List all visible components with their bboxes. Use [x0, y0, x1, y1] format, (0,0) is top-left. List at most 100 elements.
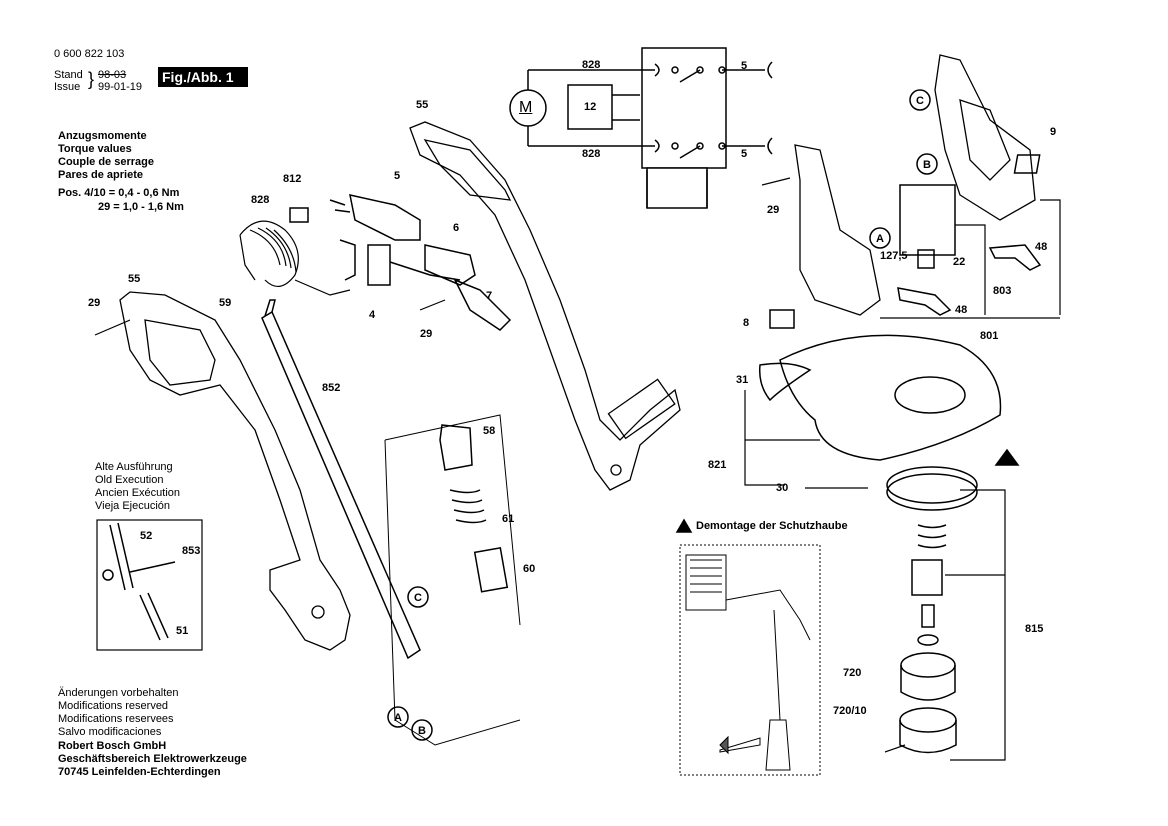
part-label-55-left: 55 [128, 273, 141, 285]
callout-c-shaft: C [414, 592, 422, 604]
part-label-8: 8 [743, 317, 750, 329]
motor-housing [934, 54, 1036, 221]
triangle-marker [994, 448, 1020, 466]
brace: } [88, 69, 95, 89]
stand-label: Stand [54, 69, 83, 81]
clip-812 [289, 207, 309, 223]
wire-right-bottom: 5 [741, 148, 748, 160]
part-label-720: 720 [843, 667, 862, 679]
part-label-720-10: 720/10 [833, 705, 867, 717]
old-exec-line-1: Alte Ausführung [95, 461, 173, 473]
callout-circle [916, 153, 938, 175]
housing-half-right [409, 121, 681, 491]
part-label-48-top: 48 [1035, 241, 1048, 253]
part-label-58: 58 [483, 425, 496, 437]
old-exec-line-4: Vieja Ejecución [95, 500, 171, 512]
power-plug [329, 194, 421, 241]
torque-line-1: Anzugsmomente [58, 130, 147, 142]
triangle-marker-note [675, 518, 693, 533]
callout-circle [411, 719, 433, 741]
issue-date: 99-01-19 [98, 81, 143, 93]
clip-48b [897, 287, 952, 316]
part-label-51: 51 [176, 625, 189, 637]
callout-b-shaft: B [418, 725, 426, 737]
plate-8 [769, 309, 795, 329]
torque-line-3: Couple de serrage [58, 156, 154, 168]
part-label-29-center: 29 [420, 328, 433, 340]
part-label-812: 812 [283, 173, 302, 185]
part-label-5: 5 [394, 170, 401, 182]
part-label-821: 821 [708, 459, 727, 471]
part-label-801: 801 [980, 330, 999, 342]
footer-line-2: Modifications reserved [58, 700, 169, 712]
part-label-31: 31 [736, 374, 749, 386]
part-label-852: 852 [322, 382, 341, 394]
callout-a-shaft: A [394, 712, 402, 724]
part-label-4: 4 [369, 309, 376, 321]
old-execution-parts [102, 522, 176, 641]
part-label-59: 59 [219, 297, 232, 309]
issue-label: Issue [54, 81, 81, 93]
footer-line-3: Modifications reservees [58, 713, 174, 725]
strap [453, 278, 512, 331]
company-address: 70745 Leinfelden-Echterdingen [58, 766, 221, 778]
wire-label-top: 828 [582, 59, 601, 71]
clip-48a [988, 244, 1042, 271]
dashed-bracket [384, 414, 521, 626]
part-label-127-5: 127,5 [880, 250, 908, 262]
shaft-tube [261, 299, 421, 660]
part-label-803: 803 [993, 285, 1012, 297]
old-date: 98-03 [98, 69, 127, 81]
company-division: Geschäftsbereich Elektrowerkzeuge [58, 753, 247, 765]
old-exec-line-2: Old Execution [95, 474, 164, 486]
torque-pos-2: 29 = 1,0 - 1,6 Nm [98, 201, 184, 213]
torque-line-4: Pares de apriete [58, 169, 143, 181]
wiring-schematic [509, 47, 773, 209]
part-label-7: 7 [486, 290, 493, 302]
torque-line-2: Torque values [58, 143, 132, 155]
removal-note: Demontage der Schutzhaube [696, 520, 848, 532]
removal-inset [679, 544, 821, 776]
reference-brackets [744, 199, 1061, 761]
wire-right-top: 5 [741, 60, 748, 72]
footer-line-1: Änderungen vorbehalten [58, 687, 179, 699]
company-name: Robert Bosch GmbH [58, 740, 167, 752]
switch [339, 239, 461, 286]
part-label-30: 30 [776, 482, 789, 494]
part-label-60: 60 [523, 563, 536, 575]
callout-circle [387, 706, 409, 728]
callout-circle [909, 89, 931, 111]
part-label-29-right: 29 [767, 204, 780, 216]
part-label-6: 6 [453, 222, 460, 234]
spool-assembly [886, 466, 978, 754]
callout-circle [869, 227, 891, 249]
part-label-9: 9 [1050, 126, 1057, 138]
part-label-55-center: 55 [416, 99, 429, 111]
motor-symbol: M [519, 99, 533, 116]
part-label-61: 61 [502, 513, 515, 525]
part-label-29-left: 29 [88, 297, 101, 309]
doc-number: 0 600 822 103 [54, 48, 125, 60]
part-label-853: 853 [182, 545, 201, 557]
motor [899, 184, 956, 269]
guard [758, 334, 1002, 461]
handle-latch [439, 424, 509, 593]
callout-b-motor: B [923, 159, 931, 171]
part-label-22: 22 [953, 256, 966, 268]
figure-label: Fig./Abb. 1 [158, 67, 248, 87]
front-housing [794, 144, 881, 316]
wire-label-bottom: 828 [582, 148, 601, 160]
part-label-815: 815 [1025, 623, 1044, 635]
footer-line-4: Salvo modificaciones [58, 726, 162, 738]
torque-pos-1: Pos. 4/10 = 0,4 - 0,6 Nm [58, 187, 180, 199]
callout-circle [407, 586, 429, 608]
label-plate-9 [1013, 154, 1041, 174]
cable-coil [239, 220, 351, 296]
old-execution-frame [96, 519, 203, 651]
wiring-box-label: 12 [584, 101, 597, 113]
callout-c-housing: C [916, 95, 924, 107]
callout-a-motor: A [876, 233, 884, 245]
screws [94, 177, 906, 753]
grip [424, 244, 476, 286]
